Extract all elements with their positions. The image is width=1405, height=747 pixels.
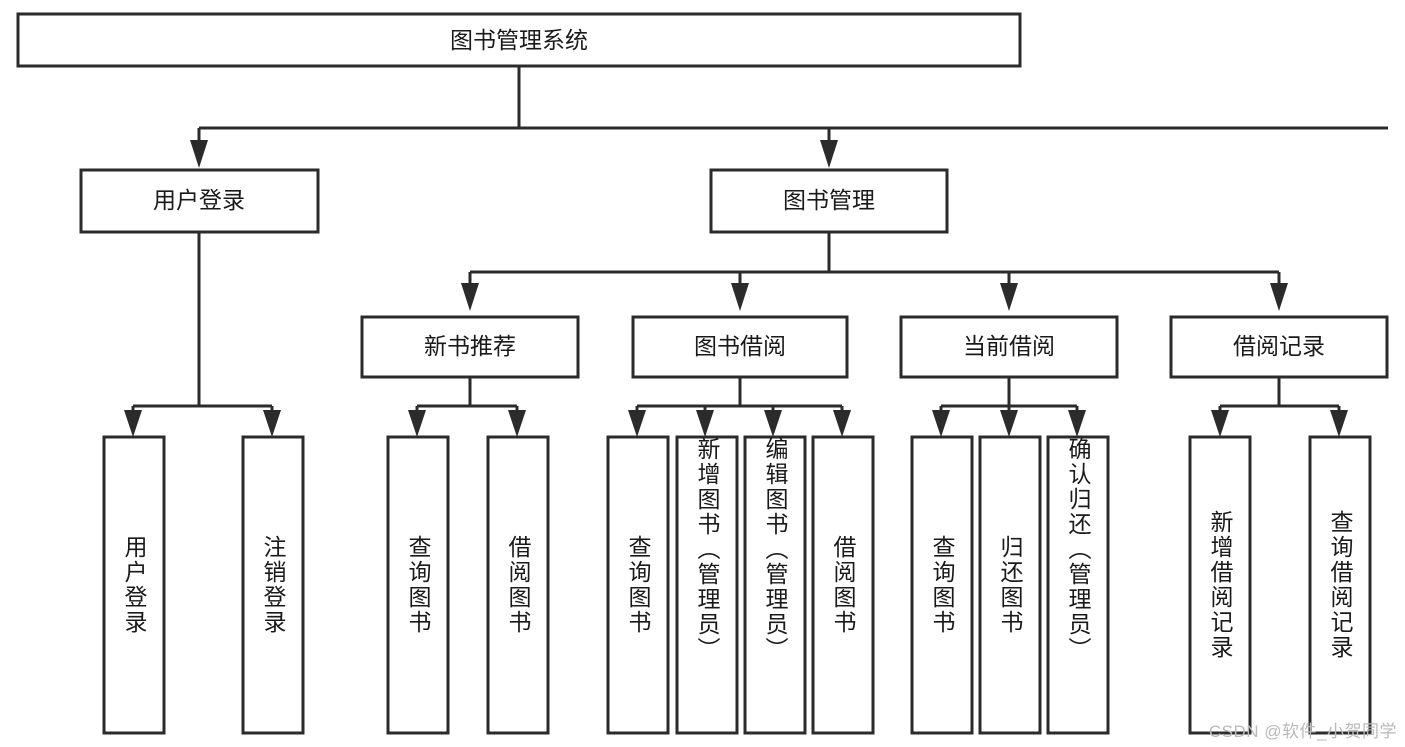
leaf-box-currentborrow-3[interactable] (1046, 435, 1110, 735)
node-book-borrow-label: 图书借阅 (694, 333, 786, 359)
leaf-box-borrowrecord-1[interactable] (1188, 435, 1252, 735)
connector-bookborrow-to-leaves (628, 377, 851, 437)
leaf-box-borrowrecord-2[interactable] (1308, 435, 1372, 735)
leaf-box-newbook-1[interactable] (386, 435, 450, 735)
leaf-boxes-new-book-recommend (386, 435, 550, 735)
connector-level2-bookmgmt-to-level3 (461, 232, 1288, 311)
node-root-system[interactable]: 图书管理系统 (16, 12, 1022, 68)
node-user-login-label: 用户登录 (153, 187, 245, 213)
node-user-login[interactable]: 用户登录 (79, 168, 320, 234)
node-root-system-label: 图书管理系统 (450, 27, 588, 53)
leaf-box-bookborrow-2[interactable] (675, 435, 739, 735)
node-book-borrow[interactable]: 图书借阅 (631, 315, 849, 379)
csdn-watermark: CSDN @软件_小贺同学 (1208, 722, 1397, 741)
leaf-box-newbook-2[interactable] (486, 435, 550, 735)
connector-root-to-level2 (190, 66, 1388, 168)
leaf-box-bookborrow-4[interactable] (811, 435, 875, 735)
leaf-box-user-login-2[interactable] (241, 435, 305, 735)
node-book-management[interactable]: 图书管理 (709, 168, 949, 234)
leaf-box-bookborrow-1[interactable] (606, 435, 670, 735)
leaf-box-bookborrow-3[interactable] (743, 435, 807, 735)
leaf-boxes-borrow-record (1188, 435, 1372, 735)
node-book-management-label: 图书管理 (783, 187, 875, 213)
leaf-boxes-user-login (102, 435, 305, 735)
node-borrow-record[interactable]: 借阅记录 (1169, 315, 1389, 379)
leaf-box-currentborrow-1[interactable] (910, 435, 974, 735)
connector-userlogin-to-leaves (124, 232, 281, 437)
leaf-boxes-current-borrow (910, 435, 1110, 735)
leaf-box-currentborrow-2[interactable] (978, 435, 1042, 735)
connector-newbook-to-leaves (408, 377, 526, 437)
leaf-box-user-login-1[interactable] (102, 435, 166, 735)
node-current-borrow[interactable]: 当前借阅 (899, 315, 1119, 379)
connector-currentborrow-to-leaves (932, 377, 1086, 437)
node-new-book-recommend[interactable]: 新书推荐 (360, 315, 580, 379)
node-new-book-recommend-label: 新书推荐 (424, 333, 516, 359)
node-current-borrow-label: 当前借阅 (963, 333, 1055, 359)
leaf-boxes-book-borrow (606, 435, 875, 735)
connector-borrowrecord-to-leaves (1211, 377, 1348, 437)
node-borrow-record-label: 借阅记录 (1233, 333, 1325, 359)
